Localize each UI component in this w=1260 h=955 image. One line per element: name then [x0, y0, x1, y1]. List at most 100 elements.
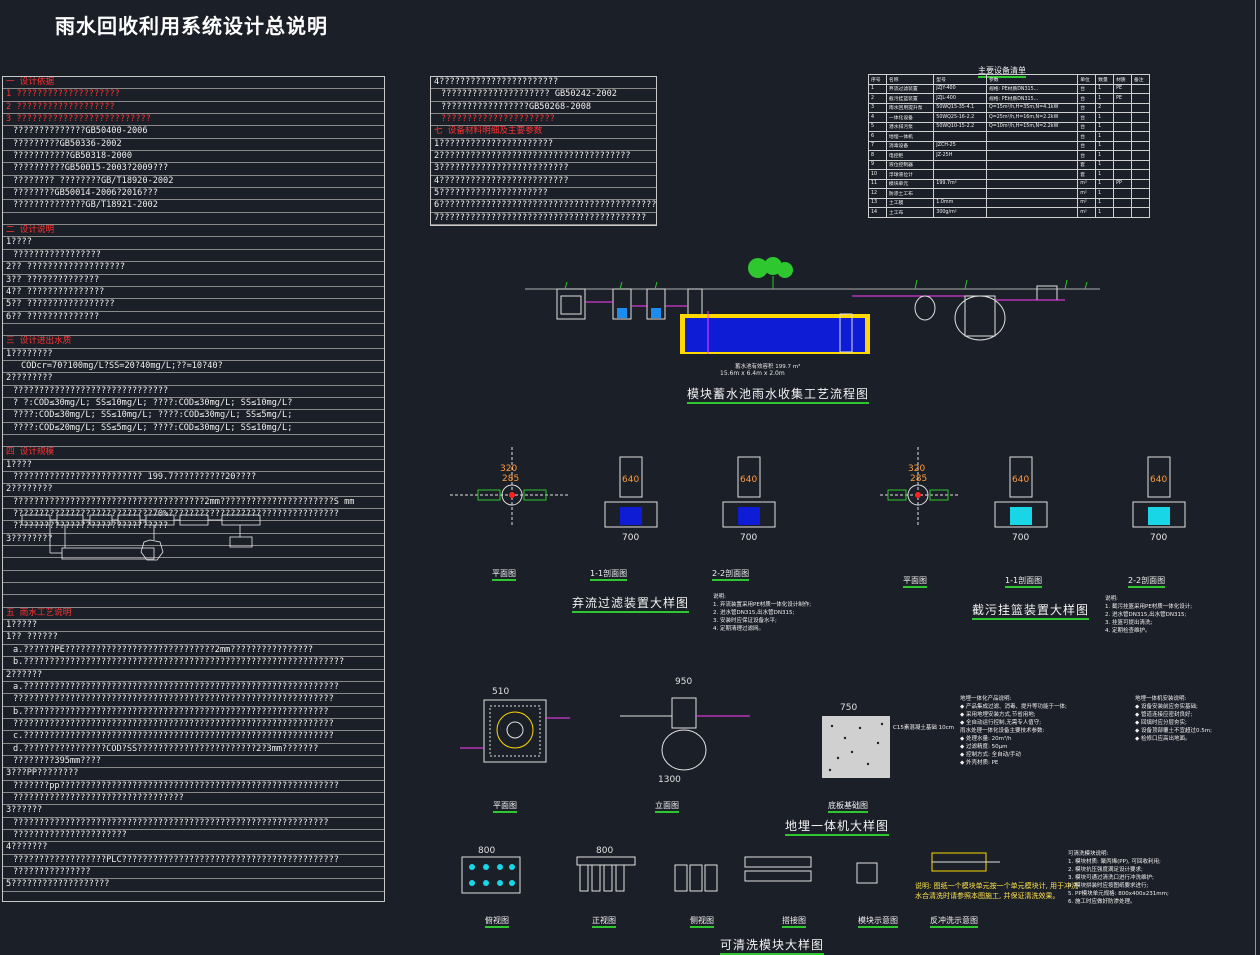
- note-line: ◆ 设备顶部覆土不宜超过0.5m;: [1135, 728, 1212, 734]
- materials-cell: 规格: PE材质DN315...: [985, 93, 1079, 104]
- materials-cell: 雨水回用提升泵: [885, 102, 935, 113]
- materials-cell: 8: [868, 150, 887, 161]
- unit-base-note: C15素混凝土基础 10cm: [893, 725, 954, 731]
- left_spec-row: 3 ??????????????????????????: [3, 114, 384, 127]
- materials-cell: 6: [868, 131, 887, 142]
- mid_spec-row: 4?????????????????????????: [431, 176, 656, 189]
- mid_spec-row: 5?????????????????????: [431, 188, 656, 201]
- svg-text:320: 320: [908, 464, 925, 474]
- svg-text:700: 700: [1012, 533, 1029, 543]
- materials-cell: 1: [868, 83, 887, 94]
- flow-block-diagram: [21, 514, 261, 561]
- note-line: 1. 模块材质: 聚丙烯(PP), 可回收利用;: [1068, 859, 1161, 865]
- materials-cell: 台: [1077, 150, 1097, 161]
- note-line: 6. 施工时应做好防渗处理。: [1068, 899, 1136, 905]
- left_spec-row: ???????? ????????GB/T18920-2002: [3, 176, 384, 189]
- note-line: 说明:: [1105, 596, 1118, 602]
- materials-cell: 1: [1095, 93, 1115, 104]
- materials-cell: [1131, 159, 1150, 170]
- materials-cell: [1113, 112, 1132, 123]
- note-line: ◆ 采用地埋安装方式,节省用地;: [960, 712, 1036, 718]
- materials-cell: [985, 159, 1079, 170]
- left_spec-row: 4???????: [3, 842, 384, 855]
- materials-cell: 液位控制器: [885, 159, 935, 170]
- left_spec-row: 3??????: [3, 805, 384, 818]
- left_spec-row: ??????????????????????????????: [3, 386, 384, 398]
- materials-cell: [1113, 131, 1132, 142]
- materials-cell: 50WQ25-16-2.2: [933, 112, 987, 123]
- tank-size-label: 15.6m x 6.4m x 2.0m: [720, 370, 785, 377]
- materials-cell: 2: [868, 93, 887, 104]
- materials-header-cell: 数量: [1095, 74, 1115, 85]
- materials-cell: [933, 169, 987, 180]
- filter-view-plan: 平面图: [492, 569, 516, 581]
- materials-cell: [985, 178, 1079, 189]
- note-line: ◆ 管道连接应密封良好;: [1135, 712, 1193, 718]
- materials-cell: 地埋一体机: [885, 131, 935, 142]
- module-view-front: 正视图: [592, 916, 616, 928]
- note-line: ◆ 产品集成过滤、消毒、提升等功能于一体;: [960, 704, 1067, 710]
- materials-cell: 11: [868, 178, 887, 189]
- materials-cell: 50WQ10-15-2.2: [933, 121, 987, 132]
- svg-text:800: 800: [596, 846, 613, 856]
- left_spec-row: 5???????????????????: [3, 879, 384, 892]
- materials-cell: 土工膜: [885, 197, 935, 208]
- unit-notes-left: 地埋一体化产品说明:◆ 产品集成过滤、消毒、提升等功能于一体;◆ 采用地埋安装方…: [960, 695, 1067, 767]
- module-yellow-note: 说明: 图纸一个模块单元按一个单元模块计, 用于冲洗水合清洗时请参照本图施工, …: [915, 881, 1078, 901]
- materials-cell: [1131, 150, 1150, 161]
- svg-text:640: 640: [1150, 475, 1167, 485]
- svg-text:700: 700: [1150, 533, 1167, 543]
- basket-device-drawings: 320 285 640 700 640 700: [880, 447, 1186, 543]
- materials-cell: [1131, 140, 1150, 151]
- materials-cell: 3: [868, 102, 887, 113]
- left_spec-row: ?????????????????????????????????: [3, 793, 384, 806]
- materials-cell: [933, 159, 987, 170]
- module-drawings: 800 800: [461, 846, 1000, 894]
- left_spec-row: 6?? ??????????????: [3, 312, 384, 324]
- materials-cell: 1: [1095, 197, 1115, 208]
- materials-cell: PE: [1113, 93, 1132, 104]
- module-notes: 可清洗模块说明:1. 模块材质: 聚丙烯(PP), 可回收利用;2. 模块抗压强…: [1068, 850, 1169, 906]
- left_spec-row: ???????????????????????????70%??????????…: [3, 509, 384, 522]
- left_spec-row: ????????395mm????: [3, 756, 384, 769]
- mid_spec-row: 3?????????????????????????: [431, 163, 656, 176]
- filter-view-1: 1-1剖面图: [590, 569, 628, 581]
- note-line: 4. 模块拼装时应按图纸要求进行;: [1068, 883, 1149, 889]
- materials-cell: 1: [1095, 112, 1115, 123]
- materials-cell: 1: [1095, 131, 1115, 142]
- materials-cell: 1: [1095, 188, 1115, 199]
- filter-view-2: 2-2剖面图: [712, 569, 750, 581]
- materials-cell: 消毒设备: [885, 140, 935, 151]
- materials-cell: m²: [1077, 197, 1097, 208]
- materials-header-cell: 参数: [985, 74, 1079, 85]
- basket-view-plan: 平面图: [903, 576, 927, 588]
- left_spec-row: [3, 892, 384, 901]
- materials-header-cell: 材质: [1113, 74, 1132, 85]
- materials-cell: 台: [1077, 93, 1097, 104]
- unit-view-base: 底板基础图: [828, 801, 868, 813]
- materials-cell: Q=15m³/h,H=35m,N=4.1kW: [985, 102, 1079, 113]
- left_spec-row: 5?? ?????????????????: [3, 299, 384, 312]
- filter-notes: 说明:1. 弃流装置采用PE材质一体化设计制作;2. 进水管DN315,出水管D…: [713, 593, 811, 633]
- svg-text:640: 640: [740, 475, 757, 485]
- note-line: ◆ 回填时应分层夯实;: [1135, 720, 1187, 726]
- materials-cell: [1131, 93, 1150, 104]
- unit-view-plan: 平面图: [493, 801, 517, 813]
- materials-cell: [1131, 102, 1150, 113]
- svg-text:510: 510: [492, 687, 509, 697]
- filter-caption: 弃流过滤装置大样图: [572, 592, 690, 613]
- integrated-unit-drawings: 510 1300 950 750: [460, 677, 890, 785]
- materials-cell: 套: [1077, 169, 1097, 180]
- left_spec-row: 三 设计进出水质: [3, 336, 384, 349]
- left_spec-row: ??????????????????????????????: [3, 521, 384, 534]
- materials-cell: 1: [1095, 169, 1115, 180]
- mid_spec-row: 七 设备材料明细及主要参数: [431, 126, 656, 139]
- materials-title: 主要设备清单: [978, 58, 1026, 78]
- note-line: 可清洗模块说明:: [1068, 851, 1109, 857]
